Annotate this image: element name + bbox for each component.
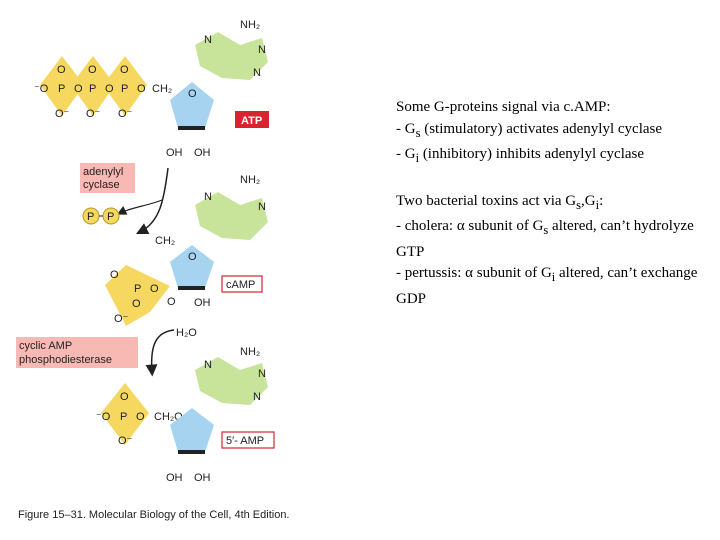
svg-text:O: O xyxy=(57,64,66,76)
svg-text:O: O xyxy=(74,83,83,95)
svg-text:N: N xyxy=(204,359,212,371)
svg-text:N: N xyxy=(204,34,212,46)
camp-label: cAMP xyxy=(226,279,255,291)
svg-text:O: O xyxy=(88,64,97,76)
svg-text:O: O xyxy=(136,411,145,423)
atp-label-box xyxy=(235,111,269,128)
svg-text:O: O xyxy=(120,391,129,403)
svg-text:O: O xyxy=(132,298,141,310)
atp-molecule: O O O ⁻O P O P O P O CH₂ O⁻ O⁻ O⁻ NH₂ N … xyxy=(34,19,269,159)
text-line: - cholera: α subunit of Gs altered, can’… xyxy=(396,218,694,260)
text-panel: Some G-proteins signal via c.AMP: - Gs (… xyxy=(396,97,711,310)
triphosphate-group: O O O ⁻O P O P O P O CH₂ O⁻ O⁻ O⁻ xyxy=(34,56,172,120)
phosphodiesterase-step: H₂O cyclic AMP phosphodiesterase xyxy=(16,327,197,377)
svg-text:O: O xyxy=(188,251,197,263)
svg-text:O⁻: O⁻ xyxy=(55,108,70,120)
svg-text:NH₂: NH₂ xyxy=(240,19,260,31)
svg-text:H₂O: H₂O xyxy=(176,327,197,339)
enzyme2-line1: cyclic AMP xyxy=(19,340,72,352)
svg-text:P: P xyxy=(107,211,114,223)
svg-text:⁻O: ⁻O xyxy=(96,411,111,423)
svg-text:OH: OH xyxy=(166,147,183,159)
svg-text:P: P xyxy=(58,83,65,95)
amp-label-box xyxy=(221,431,275,449)
svg-text:P: P xyxy=(89,83,96,95)
enzyme1-line1: adenylyl xyxy=(83,166,123,178)
ribose-camp xyxy=(170,245,214,288)
svg-text:N: N xyxy=(204,191,212,203)
svg-text:O: O xyxy=(137,83,146,95)
svg-text:O: O xyxy=(150,283,159,295)
enzyme2-line2: phosphodiesterase xyxy=(19,354,112,366)
svg-text:CH₂O: CH₂O xyxy=(154,411,183,423)
enzyme1-line2: cyclase xyxy=(83,179,120,191)
text-line: - Gs (stimulatory) activates adenylyl cy… xyxy=(396,120,663,140)
figure-caption: Figure 15–31. Molecular Biology of the C… xyxy=(18,509,290,521)
svg-text:N: N xyxy=(253,67,261,79)
svg-text:N: N xyxy=(258,44,266,56)
phosphodiesterase-box xyxy=(16,337,138,368)
svg-text:O⁻: O⁻ xyxy=(118,108,133,120)
svg-text:O: O xyxy=(120,64,129,76)
svg-text:O: O xyxy=(167,296,176,308)
svg-text:CH₂: CH₂ xyxy=(152,83,172,95)
svg-text:N: N xyxy=(253,391,261,403)
svg-text:⁻O: ⁻O xyxy=(34,83,49,95)
adenylyl-cyclase-step: adenylyl cyclase P P xyxy=(80,163,169,235)
svg-text:CH₂: CH₂ xyxy=(155,235,175,247)
adenylyl-cyclase-box xyxy=(80,163,135,193)
camp-pathway-diagram: O O O ⁻O P O P O P O CH₂ O⁻ O⁻ O⁻ NH₂ N … xyxy=(16,19,275,484)
svg-text:OH: OH xyxy=(194,147,211,159)
svg-text:NH₂: NH₂ xyxy=(240,174,260,186)
svg-text:NH₂: NH₂ xyxy=(240,346,260,358)
arrow-1 xyxy=(135,167,169,235)
svg-text:N: N xyxy=(258,368,266,380)
amp-molecule: NH₂ N N N O ⁻O P O CH₂O O⁻ OH OH 5′- AMP xyxy=(96,346,275,484)
svg-text:O⁻: O⁻ xyxy=(114,313,129,325)
svg-text:P: P xyxy=(120,411,127,423)
ribose-sugar xyxy=(170,82,214,128)
camp-molecule: NH₂ N N CH₂ O OH O P O O O O⁻ cAMP xyxy=(105,174,268,326)
amp-label: 5′- AMP xyxy=(226,435,264,447)
adenine-base-camp xyxy=(195,192,268,240)
camp-label-box xyxy=(221,275,263,293)
monophosphate xyxy=(101,383,149,445)
svg-text:O⁻: O⁻ xyxy=(118,435,133,447)
adenine-base xyxy=(195,32,268,80)
svg-text:P: P xyxy=(87,211,94,223)
svg-text:N: N xyxy=(258,201,266,213)
svg-text:OH: OH xyxy=(166,472,183,484)
svg-text:OH: OH xyxy=(194,297,211,309)
adenine-base-amp xyxy=(195,357,268,405)
atp-label: ATP xyxy=(241,115,262,127)
svg-text:OH: OH xyxy=(194,472,211,484)
svg-text:O: O xyxy=(110,269,119,281)
pyrophosphate: P P xyxy=(82,207,120,225)
svg-text:O⁻: O⁻ xyxy=(86,108,101,120)
ribose-amp xyxy=(170,408,214,452)
text-line: Two bacterial toxins act via Gs,Gi: xyxy=(396,192,604,212)
cyclic-phosphate xyxy=(105,265,170,326)
svg-text:P: P xyxy=(121,83,128,95)
text-line: - Gi (inhibitory) inhibits adenylyl cycl… xyxy=(396,146,645,165)
svg-text:P: P xyxy=(134,283,141,295)
svg-text:O: O xyxy=(188,88,197,100)
text-line: - pertussis: α subunit of Gi altered, ca… xyxy=(396,265,698,307)
svg-text:O: O xyxy=(105,83,114,95)
text-line: Some G-proteins signal via c.AMP: xyxy=(396,99,611,115)
arrow-2 xyxy=(145,329,175,377)
